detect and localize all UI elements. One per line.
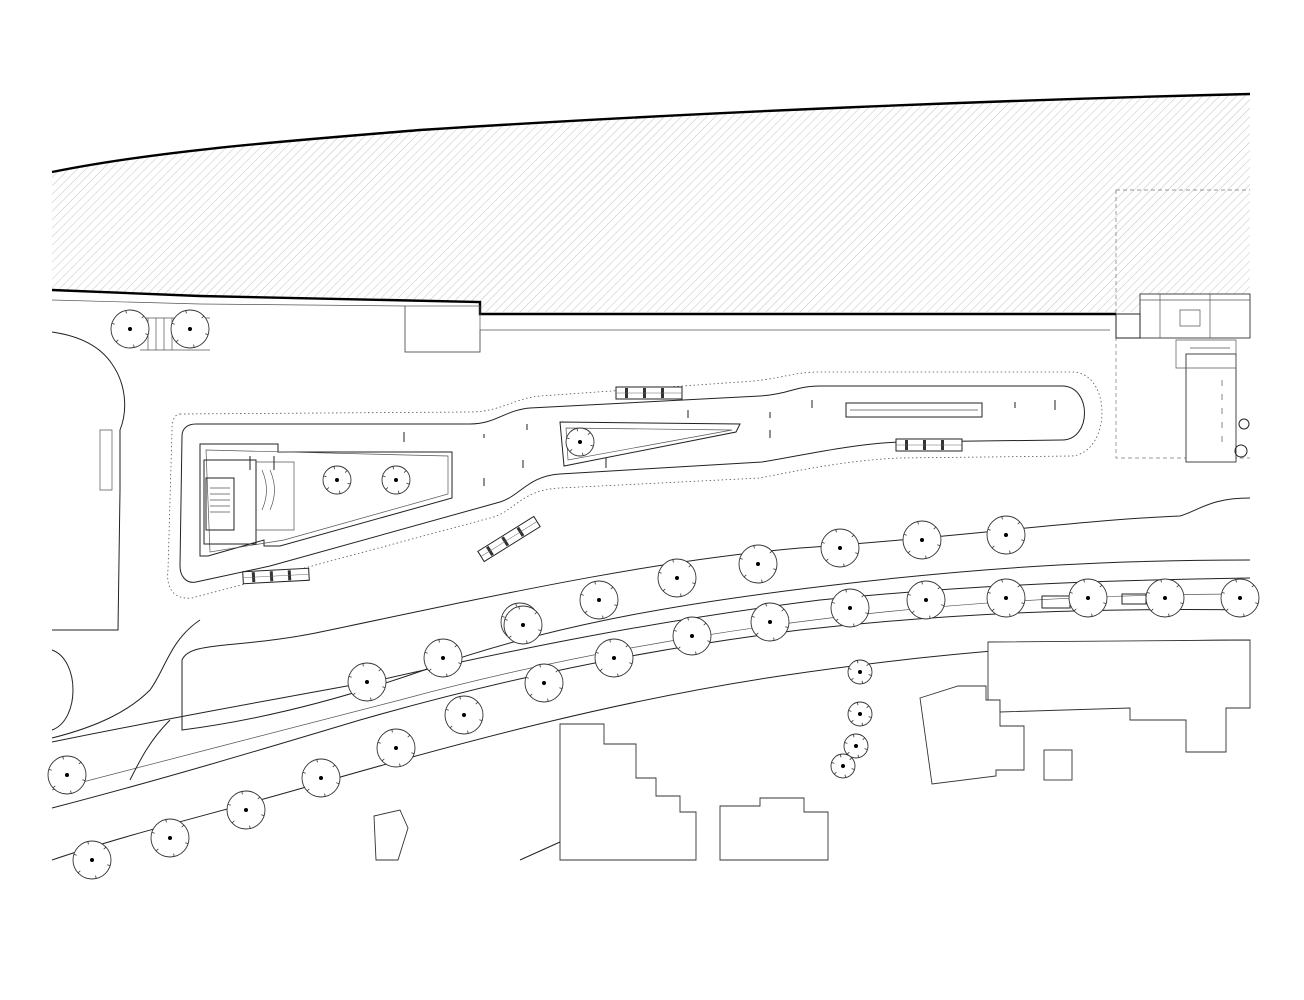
tree-upper-row <box>657 558 697 598</box>
tree-park-cluster <box>847 659 873 685</box>
street-edge-upper <box>51 577 1251 743</box>
quay-wall <box>51 288 1116 316</box>
left-street-curb <box>51 331 126 631</box>
tree-upper-row <box>170 309 210 349</box>
triangle-planter <box>559 421 741 467</box>
tree-upper-row <box>820 528 860 568</box>
tree-park-cluster <box>830 753 856 779</box>
tree-lower-row <box>301 758 341 798</box>
tree-middle-row <box>503 605 543 645</box>
curved-sidewalk-2 <box>129 719 171 781</box>
street-centerline <box>51 593 1251 791</box>
tree-upper-row <box>110 309 150 349</box>
hatched-embankment <box>52 94 1250 312</box>
platform-canopy <box>845 402 983 418</box>
bus-island <box>179 385 1085 583</box>
bench <box>1041 595 1071 609</box>
tree-upper-row <box>902 520 942 560</box>
tree-lower-row <box>376 728 416 768</box>
bus-1 <box>615 386 683 400</box>
tree-lower-row <box>72 840 112 880</box>
tree-middle-row <box>750 602 790 642</box>
roundabout <box>51 649 74 731</box>
tree-platform <box>565 427 595 457</box>
bus-4 <box>477 515 541 563</box>
tree-middle-row <box>594 638 634 678</box>
bus-2 <box>895 438 963 452</box>
tree-middle-row <box>423 638 463 678</box>
embankment-edge <box>51 92 1251 174</box>
bus-lane-outline <box>167 371 1103 599</box>
buses <box>242 386 963 585</box>
tree-middle-row <box>986 578 1026 618</box>
bus-3 <box>242 567 310 585</box>
curved-sidewalk <box>51 619 201 739</box>
tree-park-cluster <box>843 733 869 759</box>
tree-upper-row <box>986 515 1026 555</box>
tree-middle-row <box>347 662 387 702</box>
tree-lower-row <box>524 663 564 703</box>
left-street-inner <box>99 429 113 491</box>
city-buildings <box>373 639 1251 861</box>
tree-lower-row <box>444 695 484 735</box>
tree-platform <box>381 465 411 495</box>
pedestrian-path-inner <box>181 559 1251 731</box>
tree-lower-row <box>47 755 87 795</box>
tree-middle-row <box>1068 578 1108 618</box>
shelter-building <box>199 443 453 557</box>
tree-upper-row <box>579 580 619 620</box>
tree-lower-row <box>226 790 266 830</box>
tree-lower-row <box>150 818 190 858</box>
tree-platform <box>322 465 352 495</box>
tree-upper-row <box>738 544 778 584</box>
tree-middle-row <box>906 580 946 620</box>
bollards <box>403 400 1056 486</box>
tree-middle-row <box>830 588 870 628</box>
tree-middle-row <box>672 616 712 656</box>
trees <box>47 309 1260 880</box>
tree-middle-row <box>1220 578 1260 618</box>
ramp-block <box>404 305 481 353</box>
tree-park-cluster <box>847 701 873 727</box>
station-building <box>1115 293 1251 463</box>
tree-middle-row <box>1145 578 1185 618</box>
